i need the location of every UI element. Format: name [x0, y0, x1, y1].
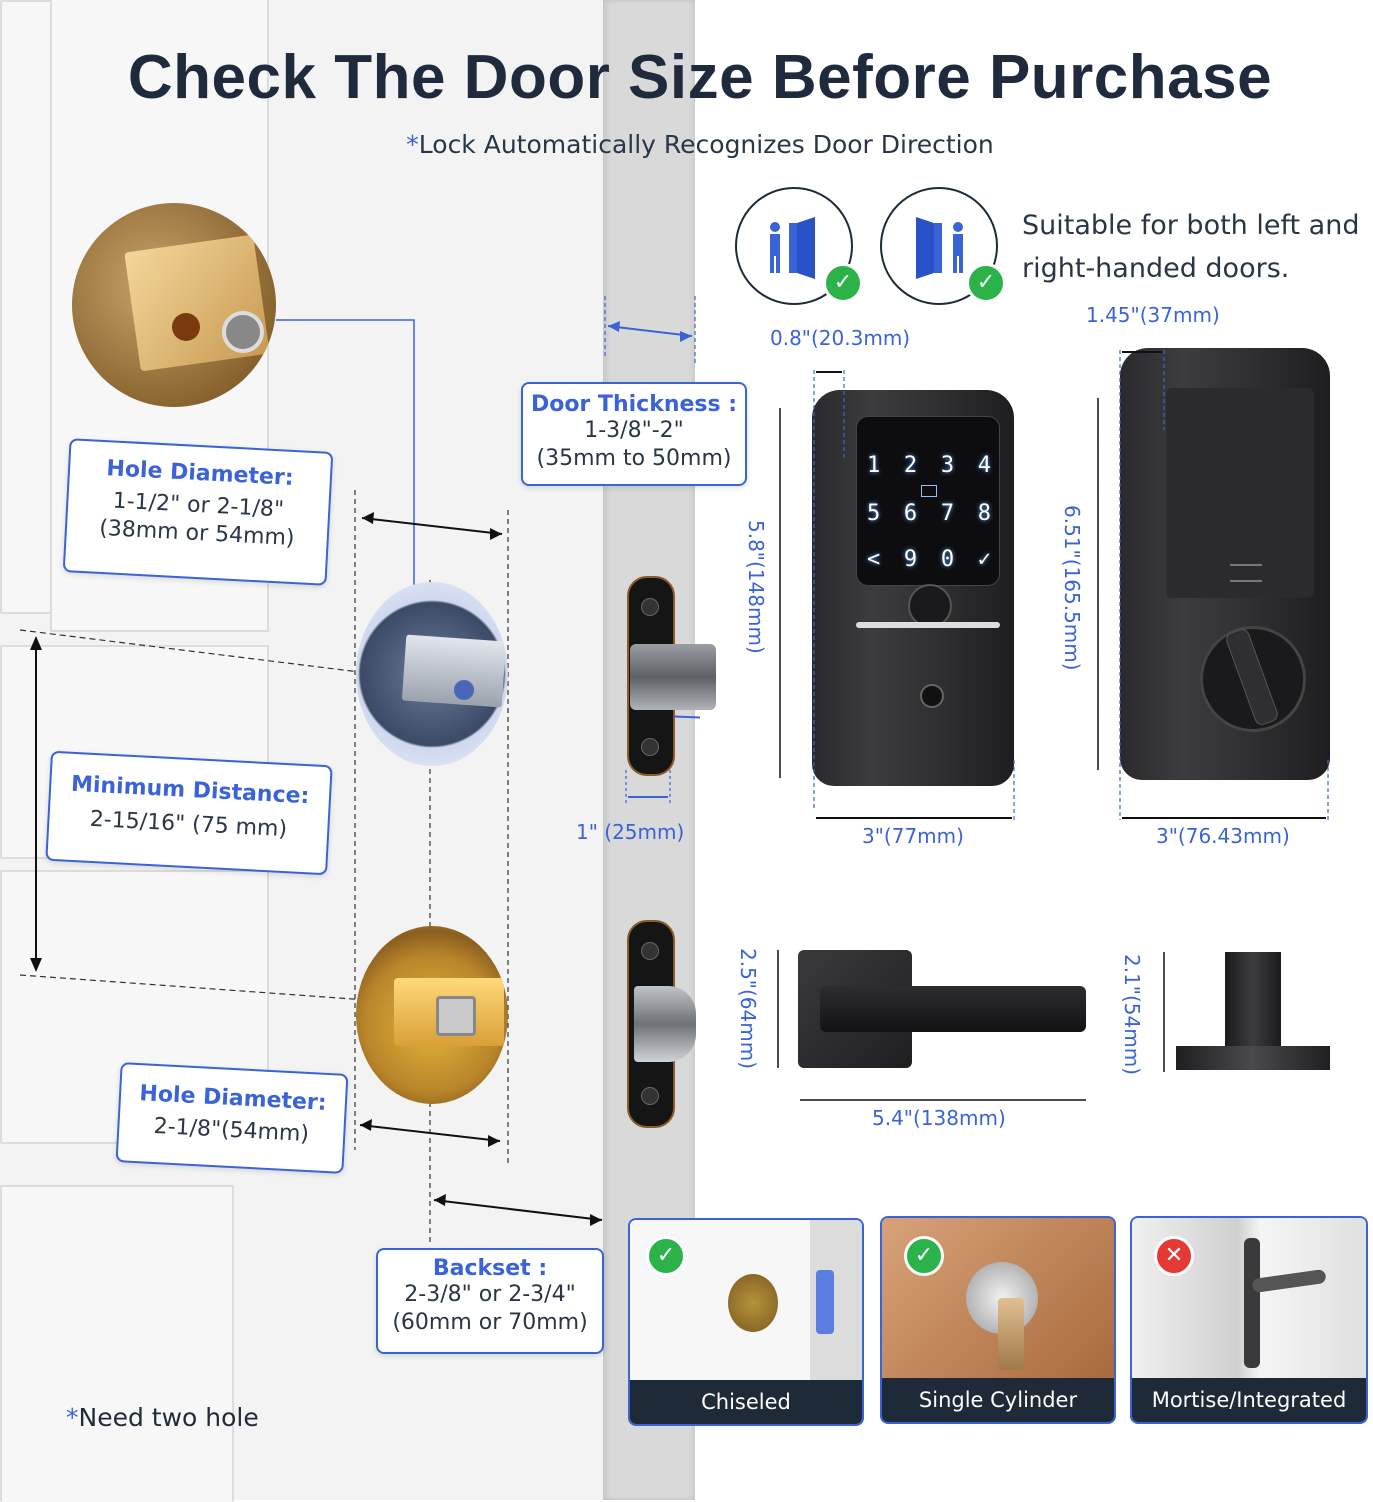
callout-text: (60mm or 70mm): [392, 1310, 588, 1335]
top-hole-photo: [356, 582, 508, 766]
screw-icon: [641, 1087, 659, 1105]
footnote-text: Need two hole: [78, 1403, 259, 1432]
fingerprint-sensor-icon[interactable]: [908, 584, 952, 628]
latch-bolt: [454, 680, 474, 700]
key-6[interactable]: 6: [903, 501, 918, 526]
lever-side-height-label: 2.1"(54mm): [1120, 954, 1144, 1076]
backset-callout: Backset : 2-3/8" or 2-3/4" (60mm or 70mm…: [376, 1248, 604, 1354]
key-icon: [998, 1298, 1024, 1370]
subtitle-asterisk: *: [406, 130, 419, 159]
subtitle-text: Lock Automatically Recognizes Door Direc…: [418, 130, 994, 159]
door-type-label: Single Cylinder: [882, 1378, 1114, 1422]
door-type-label: Mortise/Integrated: [1132, 1378, 1366, 1422]
key-back[interactable]: <: [867, 547, 881, 572]
callout-heading: Backset :: [432, 1256, 548, 1281]
door-person-icon: [770, 217, 815, 279]
screw-hole: [172, 313, 200, 341]
check-icon: ✓: [904, 1236, 944, 1276]
mortise-plate: [1244, 1238, 1260, 1368]
door-person-icon: [916, 217, 963, 279]
keyhole-icon: [920, 684, 944, 708]
back-depth-label: 1.45"(37mm): [1086, 303, 1220, 327]
key-0[interactable]: 0: [940, 547, 955, 572]
screw-icon: [641, 598, 659, 616]
deadbolt: [630, 644, 716, 710]
card-reader-icon: [921, 485, 937, 497]
minimum-distance-callout: Minimum Distance: 2-15/16" (75 mm): [45, 750, 333, 876]
latch-width-label: 1" (25mm): [576, 820, 685, 844]
key-4[interactable]: 4: [977, 453, 991, 478]
latch-bolt: [222, 311, 264, 353]
front-height-label: 5.8"(148mm): [744, 520, 768, 654]
check-icon: ✓: [966, 263, 1006, 303]
callout-text: 2-1/8"(54mm): [153, 1113, 310, 1148]
lever-handle[interactable]: [820, 986, 1086, 1032]
callout-heading: Hole Diameter:: [138, 1081, 328, 1116]
page-subtitle: *Lock Automatically Recognizes Door Dire…: [0, 130, 1373, 159]
footnote-asterisk: *: [66, 1403, 79, 1432]
lever-length-label: 5.4"(138mm): [872, 1106, 1006, 1130]
door-type-card-chiseled: ✓ Chiseled: [628, 1218, 864, 1426]
lever-side-view: [1225, 952, 1281, 1046]
door-type-label: Chiseled: [630, 1380, 862, 1424]
door-hole: [728, 1274, 778, 1332]
callout-text: 1-3/8"-2": [584, 418, 684, 443]
key-3[interactable]: 3: [940, 453, 955, 478]
chisel-mark: [816, 1270, 834, 1334]
check-icon: ✓: [646, 1236, 686, 1276]
handedness-note: Suitable for both left and right-handed …: [1022, 204, 1359, 290]
key-1[interactable]: 1: [867, 453, 881, 478]
callout-text: 2-3/8" or 2-3/4": [404, 1282, 576, 1307]
callout-heading: Minimum Distance:: [70, 771, 310, 810]
door-panel: [0, 1185, 234, 1502]
hole-diameter-bottom-callout: Hole Diameter: 2-1/8"(54mm): [115, 1062, 349, 1174]
back-width-label: 3"(76.43mm): [1156, 824, 1290, 848]
page-title: Check The Door Size Before Purchase: [127, 43, 1273, 112]
handedness-line: Suitable for both left and: [1022, 210, 1360, 241]
key-9[interactable]: 9: [903, 547, 918, 572]
callout-text: 2-15/16" (75 mm): [89, 806, 288, 843]
bottom-hole-photo: [356, 926, 508, 1104]
callout-heading: Door Thickness :: [530, 392, 738, 417]
key-confirm[interactable]: ✓: [977, 547, 991, 572]
screw-icon: [641, 942, 659, 960]
screw-icon: [641, 738, 659, 756]
door-thickness-callout: Door Thickness : 1-3/8"-2" (35mm to 50mm…: [521, 382, 747, 486]
callout-text: (35mm to 50mm): [536, 446, 732, 471]
latch-plate: [401, 634, 507, 708]
handedness-line: right-handed doors.: [1022, 253, 1290, 284]
front-depth-label: 0.8"(20.3mm): [770, 326, 911, 350]
cover-latch: [1230, 564, 1262, 582]
lever-height-label: 2.5"(64mm): [736, 948, 760, 1070]
door-type-card-mortise: ✕ Mortise/Integrated: [1130, 1216, 1368, 1424]
door-type-card-single-cylinder: ✓ Single Cylinder: [880, 1216, 1116, 1424]
key-8[interactable]: 8: [977, 501, 991, 526]
key-5[interactable]: 5: [867, 501, 881, 526]
lever-dimension-lines: [777, 950, 1165, 1101]
cross-icon: ✕: [1154, 1236, 1194, 1276]
light-bar: [856, 622, 1000, 628]
latch-bolt: [634, 986, 696, 1062]
door-panel: [0, 0, 54, 614]
latch-zoom-photo: [72, 203, 276, 407]
front-width-label: 3"(77mm): [862, 824, 964, 848]
check-icon: ✓: [823, 263, 863, 303]
key-2[interactable]: 2: [903, 453, 918, 478]
lever-side-rose: [1176, 1046, 1330, 1070]
hole-diameter-top-callout: Hole Diameter: 1-1/2" or 2-1/8" (38mm or…: [62, 438, 334, 586]
footnote: *Need two hole: [66, 1403, 259, 1432]
back-height-label: 6.51"(165.5mm): [1060, 505, 1084, 671]
battery-cover: [1166, 388, 1314, 598]
latch-bolt: [436, 996, 476, 1036]
key-7[interactable]: 7: [940, 501, 955, 526]
lock-dimension-lines: [779, 350, 1329, 820]
back-thumbturn-lock: [1120, 348, 1330, 780]
